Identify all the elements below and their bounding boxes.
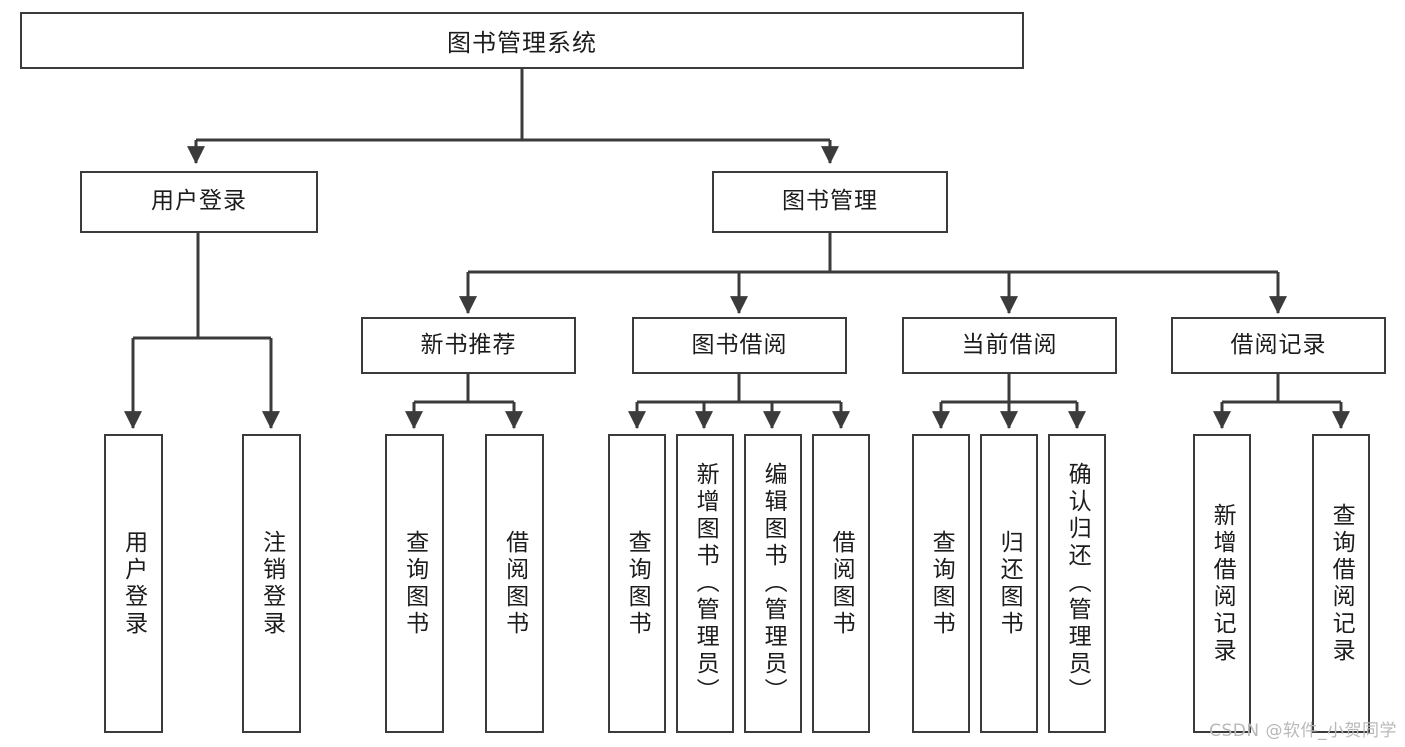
node-label: 查询借阅记录 — [1328, 502, 1355, 665]
node-label: 新增借阅记录 — [1209, 502, 1236, 665]
leaf-current-borrow-confirm-return-admin[interactable]: 确认归还（管理员） — [1048, 434, 1106, 733]
leaf-book-borrow-query[interactable]: 查询图书 — [608, 434, 666, 733]
node-label: 图书管理 — [782, 188, 878, 215]
node-label: 查询图书 — [928, 529, 955, 638]
node-label: 当前借阅 — [961, 331, 1058, 358]
node-label: 确认归还（管理员） — [1064, 462, 1091, 705]
node-user-login[interactable]: 用户登录 — [80, 171, 318, 233]
node-root-book-management-system[interactable]: 图书管理系统 — [20, 12, 1024, 69]
node-borrowing-records[interactable]: 借阅记录 — [1171, 317, 1386, 374]
node-label: 新书推荐 — [420, 331, 517, 358]
node-current-borrowing[interactable]: 当前借阅 — [902, 317, 1117, 374]
leaf-borrow-record-add[interactable]: 新增借阅记录 — [1193, 434, 1251, 733]
leaf-user-login-signout[interactable]: 注销登录 — [242, 434, 301, 733]
node-label: 注销登录 — [258, 529, 285, 638]
leaf-current-borrow-return[interactable]: 归还图书 — [980, 434, 1038, 733]
node-label: 借阅图书 — [501, 529, 528, 638]
node-label: 编辑图书（管理员） — [760, 462, 787, 705]
node-label: 用户登录 — [151, 188, 247, 215]
leaf-current-borrow-query[interactable]: 查询图书 — [912, 434, 970, 733]
node-label: 用户登录 — [120, 529, 147, 638]
node-label: 图书管理系统 — [447, 29, 597, 57]
leaf-borrow-record-query[interactable]: 查询借阅记录 — [1312, 434, 1370, 733]
leaf-book-borrow-add-book-admin[interactable]: 新增图书（管理员） — [676, 434, 734, 733]
leaf-new-book-borrow[interactable]: 借阅图书 — [485, 434, 544, 733]
node-label: 归还图书 — [996, 529, 1023, 638]
node-label: 新增图书（管理员） — [692, 462, 719, 705]
node-label: 借阅图书 — [828, 529, 855, 638]
node-book-borrowing[interactable]: 图书借阅 — [632, 317, 847, 374]
node-label: 查询图书 — [624, 529, 651, 638]
node-label: 查询图书 — [401, 529, 428, 638]
leaf-new-book-query[interactable]: 查询图书 — [385, 434, 444, 733]
leaf-book-borrow-borrow-book[interactable]: 借阅图书 — [812, 434, 870, 733]
node-book-management[interactable]: 图书管理 — [712, 171, 948, 233]
node-new-book-recommendation[interactable]: 新书推荐 — [361, 317, 576, 374]
leaf-user-login-signin[interactable]: 用户登录 — [104, 434, 163, 733]
node-label: 借阅记录 — [1230, 331, 1327, 358]
node-label: 图书借阅 — [691, 331, 788, 358]
leaf-book-borrow-edit-book-admin[interactable]: 编辑图书（管理员） — [744, 434, 802, 733]
